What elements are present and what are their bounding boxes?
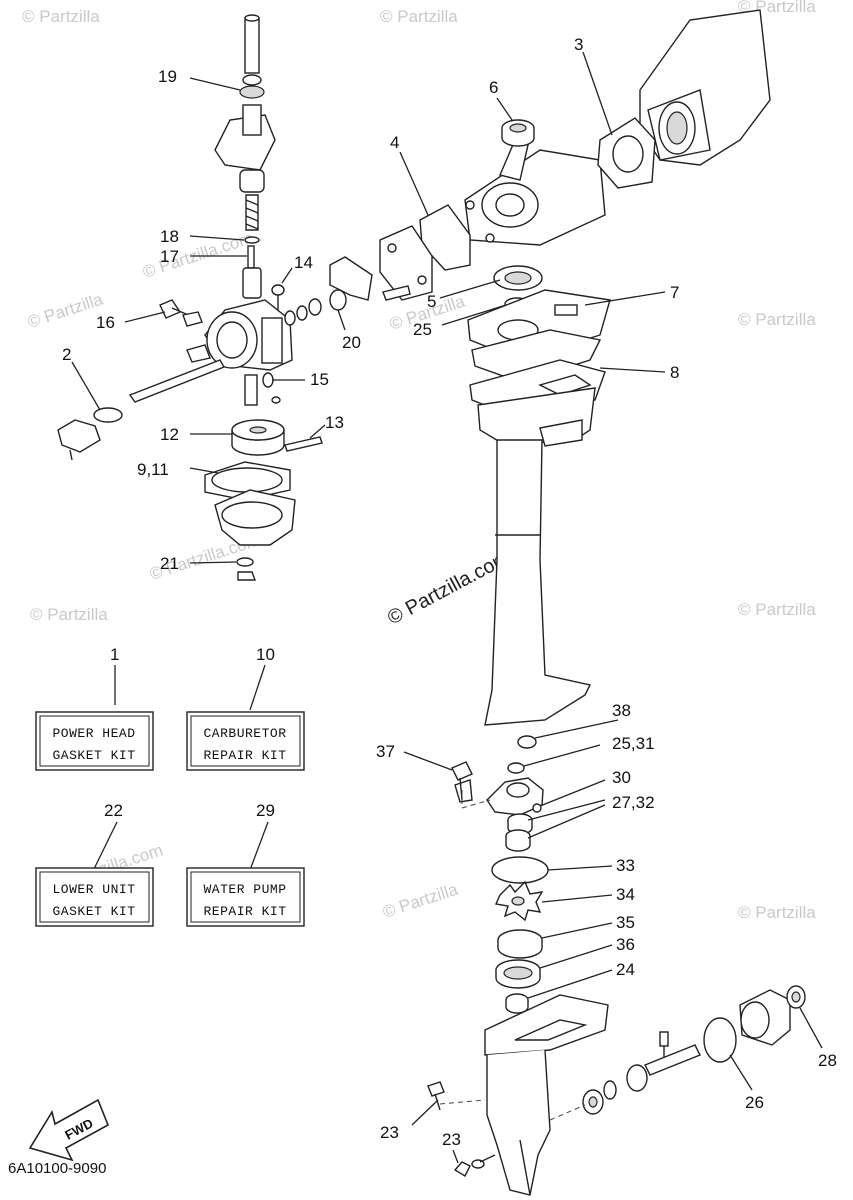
kit-water-pump: WATER PUMP REPAIR KIT (186, 867, 305, 927)
callout-38: 38 (612, 701, 631, 720)
diagram-code: 6A10100-9090 (8, 1160, 106, 1177)
cover-gasket-part-4 (329, 204, 471, 301)
callout-1: 1 (110, 645, 119, 664)
callout-12: 12 (160, 425, 179, 444)
bolt-part-23-lower (453, 1154, 496, 1177)
fwd-arrow-icon: FWD (28, 1098, 110, 1162)
watermark-left-mid: © Partzilla (25, 290, 105, 332)
o-ring-part-2 (93, 407, 123, 423)
callout-33: 33 (616, 856, 635, 875)
kit-carburetor-line2: REPAIR KIT (203, 748, 286, 763)
guide-plate (471, 329, 602, 383)
callout-26: 26 (745, 1093, 764, 1112)
callout-3: 3 (574, 35, 583, 54)
driveshaft-housing (477, 387, 596, 726)
callout-16: 16 (96, 313, 115, 332)
callout-36: 36 (616, 935, 635, 954)
callout-29: 29 (256, 801, 275, 820)
watermark-left-lower: © Partzilla (30, 605, 108, 624)
callout-13: 13 (325, 413, 344, 432)
callout-37: 37 (376, 742, 395, 761)
clip-part-18 (244, 236, 260, 244)
carburetor-assembly (57, 14, 347, 581)
watermark-right-low: © Partzilla (738, 903, 816, 922)
callout-6: 6 (489, 78, 498, 97)
callout-22: 22 (104, 801, 123, 820)
kit-lower-unit-line1: LOWER UNIT (52, 882, 135, 897)
screw-part-37 (451, 761, 491, 809)
kit-water-pump-line1: WATER PUMP (203, 882, 286, 897)
watermark-top-left: © Partzilla (22, 7, 100, 26)
kit-power-head-line1: POWER HEAD (52, 726, 135, 741)
kit-power-head-line2: GASKET KIT (52, 748, 135, 763)
callout-8: 8 (670, 363, 679, 382)
leader-lines (71, 51, 823, 1164)
kit-power-head: POWER HEAD GASKET KIT (35, 711, 154, 771)
crankcase-illustration (464, 9, 771, 246)
kit-lower-unit-line2: GASKET KIT (52, 904, 135, 919)
callout-7: 7 (670, 283, 679, 302)
callout-5: 5 (427, 292, 436, 311)
watermark-top-center: © Partzilla (380, 7, 458, 26)
kit-lower-unit: LOWER UNIT GASKET KIT (35, 867, 154, 927)
watermark-center-low: © Partzilla (380, 880, 460, 922)
watermark-center: © Partzilla.com (384, 547, 513, 630)
callout-25: 25 (413, 320, 432, 339)
callout-14: 14 (294, 253, 313, 272)
choke-knob (57, 419, 101, 453)
kit-carburetor: CARBURETOR REPAIR KIT (186, 711, 305, 771)
callout-24: 24 (616, 960, 635, 979)
screw-part-15 (262, 372, 274, 388)
water-pump-assembly (454, 735, 549, 1014)
callout-9-11: 9,11 (137, 460, 169, 479)
callout-19: 19 (158, 67, 177, 86)
o-ring-part-20 (329, 289, 347, 311)
gasket-part-3 (597, 117, 656, 189)
washer-part-21 (236, 557, 254, 567)
o-ring-part-26 (703, 1017, 737, 1063)
pin-part-13 (284, 436, 323, 452)
callout-4: 4 (390, 133, 399, 152)
callout-28: 28 (818, 1051, 837, 1070)
callout-10: 10 (256, 645, 275, 664)
callout-2: 2 (62, 345, 71, 364)
callout-23-upper: 23 (380, 1123, 399, 1142)
callout-35: 35 (616, 913, 635, 932)
oil-seal-part-5 (493, 265, 543, 291)
callout-25-31: 25,31 (612, 734, 655, 753)
callout-17: 17 (160, 247, 179, 266)
callout-labels: 19 6 3 4 18 17 14 16 20 5 25 7 2 15 8 12… (62, 35, 837, 1149)
choke-shaft (128, 359, 226, 403)
bolt-part-23-upper (427, 1081, 486, 1111)
watermark-right-lower: © Partzilla (738, 600, 816, 619)
cap-part-19 (239, 85, 265, 99)
propeller-shaft-parts (549, 985, 806, 1121)
kit-water-pump-line2: REPAIR KIT (203, 904, 286, 919)
callout-18: 18 (160, 227, 179, 246)
callout-15: 15 (310, 370, 329, 389)
kit-carburetor-line1: CARBURETOR (203, 726, 286, 741)
lower-unit-housing (484, 994, 609, 1196)
callout-21: 21 (160, 554, 179, 573)
callout-20: 20 (342, 333, 361, 352)
oil-seal-part-6 (501, 119, 535, 147)
callout-27-32: 27,32 (612, 793, 655, 812)
callout-34: 34 (616, 885, 635, 904)
needle-part-17 (247, 245, 255, 269)
watermark-right-upper: © Partzilla (738, 310, 816, 329)
callout-23-lower: 23 (442, 1130, 461, 1149)
screw-part-14 (271, 284, 285, 296)
callout-30: 30 (612, 768, 631, 787)
